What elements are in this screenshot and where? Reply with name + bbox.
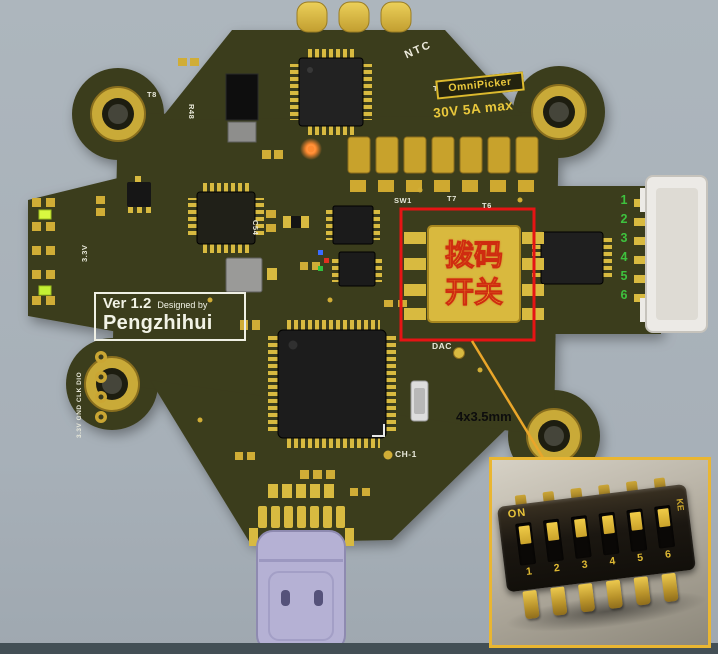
c54-silkscreen: C54 — [251, 220, 260, 236]
t7-silkscreen: T7 — [447, 194, 457, 203]
pin-number: 6 — [620, 288, 628, 302]
switch-position-number: 3 — [580, 558, 589, 572]
t8-silkscreen: T8 — [147, 90, 157, 99]
version-text: Ver 1.2 — [103, 295, 152, 312]
switch-front-pin — [633, 576, 651, 606]
center-left-chip — [188, 183, 264, 253]
dip-switch: ON KE 1 2 3 4 5 6 — [496, 473, 708, 645]
center-components — [225, 216, 329, 293]
switch-position-number: 5 — [636, 551, 644, 565]
switch-front-pin — [577, 583, 596, 613]
switch-position-number: 2 — [553, 561, 561, 575]
version-box: Ver 1.2 Designed by Pengzhihui — [94, 292, 246, 341]
switch-slider — [545, 521, 559, 542]
solder-pads — [197, 187, 523, 496]
bottom-strip — [0, 643, 718, 654]
switch-front-pin — [522, 589, 540, 620]
switch-front-pin — [605, 579, 624, 610]
bottom-pads — [258, 484, 345, 528]
dip-annotation-line2: 开关 — [444, 277, 503, 310]
top-gold-tabs — [296, 1, 412, 33]
switch-position-number: 1 — [525, 565, 533, 578]
dip-highlight-box — [399, 207, 536, 342]
switch-front-pin — [550, 586, 568, 616]
dimension-annotation: 4x3.5mm — [456, 409, 512, 424]
switch-slider — [573, 518, 587, 538]
switch-front-pin — [661, 572, 679, 603]
small-qfn-chips — [326, 205, 382, 287]
status-led — [38, 209, 52, 296]
mcu-chip — [268, 320, 396, 448]
dip-switch-annotation: 拨码 开关 — [430, 238, 518, 312]
connector-pin-numbers: 1 2 3 4 5 6 — [616, 193, 632, 307]
dac-silkscreen: DAC — [432, 341, 452, 351]
designer-name: Pengzhihui — [103, 312, 213, 334]
r48-silkscreen: R48 — [187, 104, 196, 120]
callout-line — [470, 340, 550, 467]
switch-slider — [601, 515, 615, 535]
rail-3v3-silkscreen: 3.3V — [80, 244, 89, 262]
left-edge-pads — [32, 198, 55, 305]
pin-number: 1 — [620, 193, 628, 207]
debug-header-silkscreen: 3.3V GND CLK DIO — [76, 371, 83, 438]
switch-position-number: 4 — [608, 555, 617, 568]
pin-number: 4 — [620, 250, 628, 264]
pin-number: 5 — [620, 269, 628, 283]
switch-slider — [629, 511, 643, 531]
top-qfn-chip — [290, 49, 372, 135]
dip-switch-inset-photo: ON KE 1 2 3 4 5 6 — [489, 457, 711, 648]
sw1-silkscreen: SW1 — [394, 196, 412, 205]
jst-connector — [640, 175, 708, 333]
top-left-components — [178, 58, 283, 159]
pin-number: 3 — [620, 231, 628, 245]
switch-slider — [656, 508, 671, 528]
designed-by-text: Designed by — [157, 300, 208, 310]
capacitor-bank — [347, 136, 539, 192]
switch-slider — [517, 525, 532, 545]
switch-position-number: 6 — [664, 548, 672, 561]
switch-on-marking: ON — [507, 506, 528, 521]
transistor — [96, 176, 151, 216]
crystal — [410, 380, 429, 422]
ch1-silkscreen: CH-1 — [395, 449, 417, 459]
switch-ke-marking: KE — [674, 497, 686, 512]
pin-number: 2 — [620, 212, 628, 226]
t6-silkscreen: T6 — [482, 201, 492, 210]
usb-c-connector — [249, 528, 354, 652]
power-led — [300, 138, 322, 160]
dip-switch-footprint — [404, 225, 544, 359]
debug-vias — [95, 351, 107, 423]
dip-annotation-line1: 拨码 — [444, 239, 503, 272]
